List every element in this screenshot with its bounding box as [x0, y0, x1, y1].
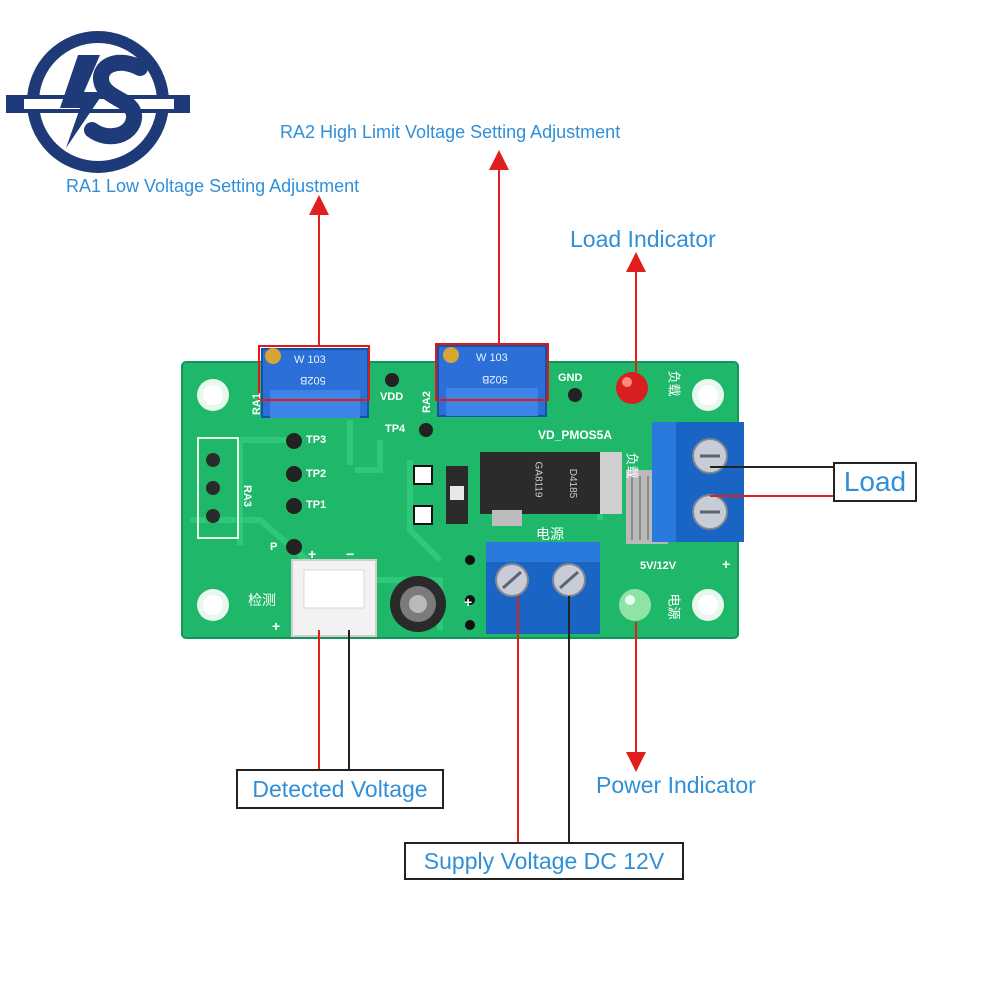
ra3-board-label: RA3	[241, 484, 254, 508]
load-cn-label: 负载	[666, 370, 682, 397]
gnd-label: GND	[558, 372, 583, 384]
power-indicator-label: Power Indicator	[596, 772, 756, 798]
tp1-label: TP1	[306, 499, 327, 511]
tp4-label: TP4	[385, 423, 406, 435]
power-cn-label-2: 电源	[666, 593, 682, 620]
power-cn-label: 电源	[536, 526, 564, 542]
plus-sign-1: +	[308, 546, 317, 562]
load-label: Load	[833, 462, 917, 502]
plus-sign-2: +	[272, 618, 281, 634]
ra1-adjustment-label: RA1 Low Voltage Setting Adjustment	[66, 176, 360, 196]
detect-cn-label: 检测	[248, 592, 276, 608]
pot2-code: W 103	[476, 352, 508, 364]
lightning-s-logo-icon	[6, 31, 190, 173]
p-label: P	[270, 541, 278, 553]
voltage-label: 5V/12V	[640, 560, 677, 572]
ra2-board-label: RA2	[421, 390, 434, 414]
minus-sign-1: −	[346, 546, 355, 562]
mosfet-code: GA8119	[532, 461, 544, 498]
tp3-label: TP3	[306, 434, 327, 446]
detected-voltage-label: Detected Voltage	[236, 769, 444, 809]
model-label: VD_PMOS5A	[538, 428, 613, 442]
ra1-board-label: RA1	[251, 392, 264, 416]
load-cn-label-2: 负载	[624, 452, 640, 479]
supply-voltage-label: Supply Voltage DC 12V	[404, 842, 684, 880]
vdd-label: VDD	[380, 391, 404, 403]
plus-sign-3: +	[464, 594, 473, 610]
tp2-label: TP2	[306, 468, 327, 480]
plus-sign-4: +	[722, 556, 731, 572]
load-indicator-label: Load Indicator	[570, 226, 716, 252]
pot1-code: W 103	[294, 354, 326, 366]
pot1-code2: 502B	[300, 374, 326, 386]
pot2-code2: 502B	[482, 373, 508, 385]
mosfet-code2: D4185	[567, 468, 579, 499]
ra2-adjustment-label: RA2 High Limit Voltage Setting Adjustmen…	[280, 122, 621, 142]
